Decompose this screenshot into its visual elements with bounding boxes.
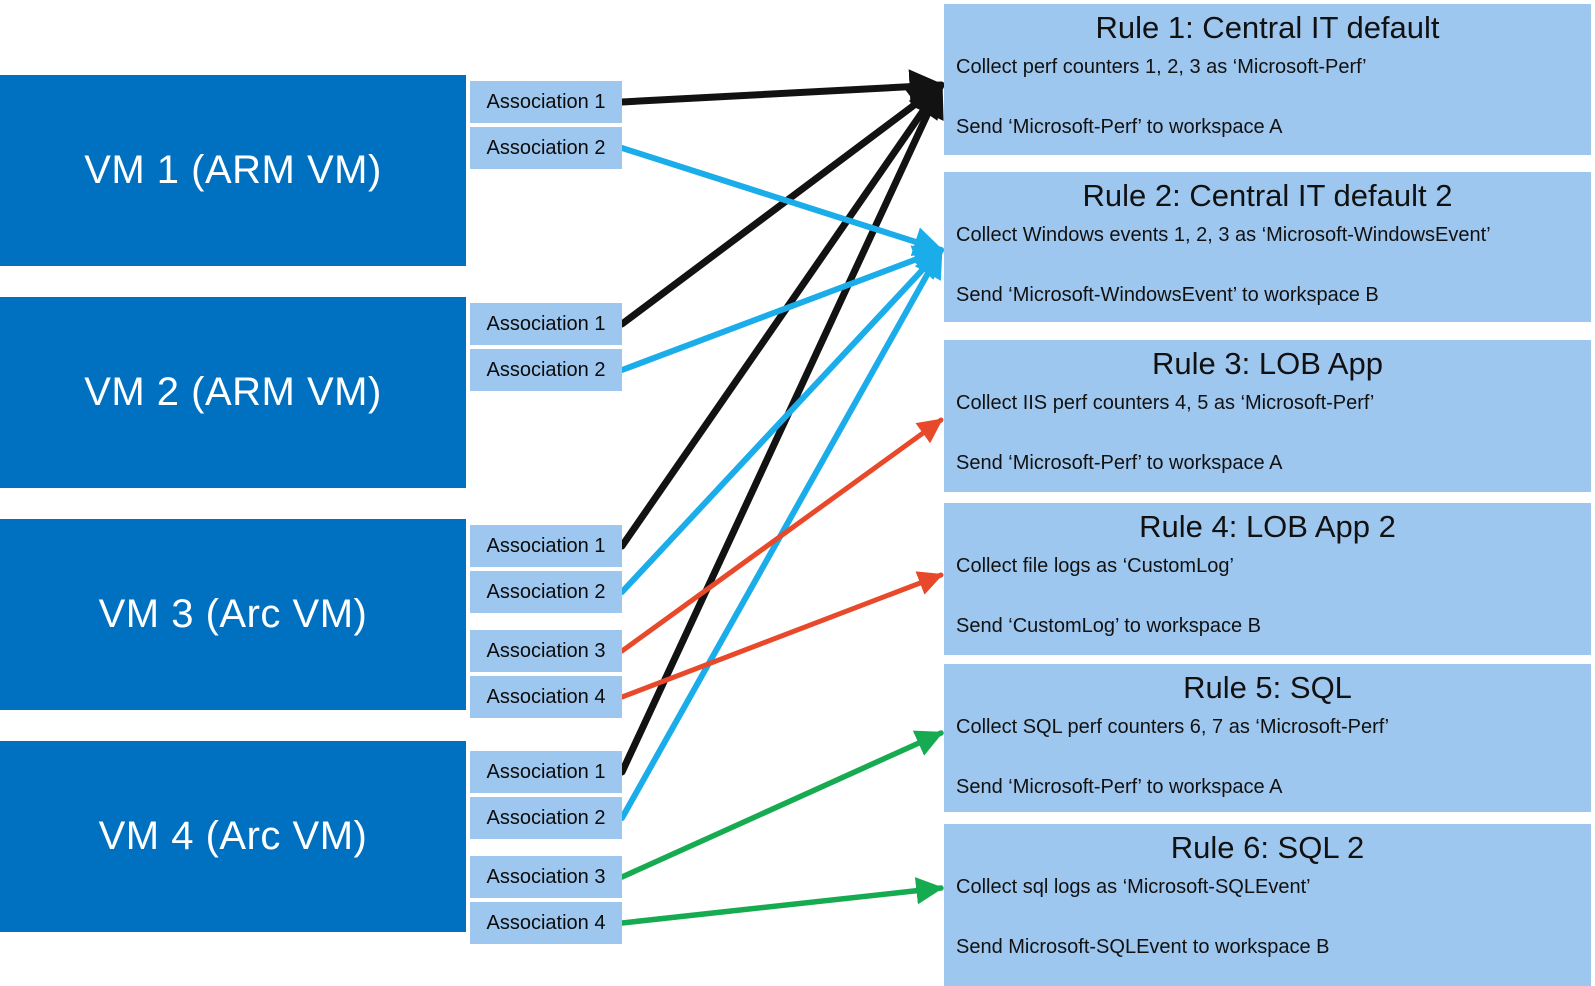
association-box-vm3-3: Association 3 — [470, 630, 622, 672]
association-box-vm4-4: Association 4 — [470, 902, 622, 944]
arrow-vm4-assoc2-to-rule2 — [619, 247, 944, 821]
arrow-vm3-assoc1-to-rule1 — [618, 81, 945, 550]
arrow-vm4-assoc4-to-rule6 — [619, 877, 944, 926]
arrow-vm3-assoc2-to-rule2 — [619, 247, 944, 595]
association-box-vm3-1: Association 1 — [470, 525, 622, 567]
association-label: Association 1 — [486, 90, 606, 113]
vm-box-vm1: VM 1 (ARM VM) — [0, 75, 466, 266]
rule-title: Rule 4: LOB App 2 — [1139, 509, 1396, 544]
rule-collect-text: Collect SQL perf counters 6, 7 as ‘Micro… — [956, 716, 1390, 738]
association-box-vm2-2: Association 2 — [470, 349, 622, 391]
vm-box-vm2: VM 2 (ARM VM) — [0, 297, 466, 488]
association-box-vm4-1: Association 1 — [470, 751, 622, 793]
association-label: Association 2 — [486, 358, 606, 381]
association-box-vm3-2: Association 2 — [470, 571, 622, 613]
rule-title: Rule 5: SQL — [1183, 670, 1352, 705]
rule-send-text: Send ‘Microsoft-Perf’ to workspace A — [956, 776, 1283, 798]
arrow-vm3-assoc3-to-rule3 — [619, 417, 944, 654]
rule-box-rule4: Rule 4: LOB App 2 Collect file logs as ‘C… — [944, 503, 1591, 655]
rule-send-text: Send ‘Microsoft-Perf’ to workspace A — [956, 452, 1283, 474]
arrow-vm3-assoc4-to-rule4 — [619, 571, 944, 700]
arrow-vm4-assoc1-to-rule1 — [618, 81, 945, 776]
arrow-vm2-assoc2-to-rule2 — [619, 245, 944, 373]
vm-label: VM 1 (ARM VM) — [84, 148, 382, 192]
rule-send-text: Send ‘CustomLog’ to workspace B — [956, 615, 1261, 637]
arrow-vm2-assoc1-to-rule1 — [618, 81, 945, 328]
rule-collect-text: Collect IIS perf counters 4, 5 as ‘Micro… — [956, 392, 1375, 414]
rule-collect-text: Collect sql logs as ‘Microsoft-SQLEvent’ — [956, 876, 1311, 898]
rule-collect-text: Collect perf counters 1, 2, 3 as ‘Micros… — [956, 56, 1367, 78]
association-label: Association 2 — [486, 806, 606, 829]
association-box-vm1-2: Association 2 — [470, 127, 622, 169]
vm-box-vm3: VM 3 (Arc VM) — [0, 519, 466, 710]
association-label: Association 3 — [486, 865, 606, 888]
association-label: Association 2 — [486, 136, 606, 159]
rule-box-rule2: Rule 2: Central IT default 2 Collect Wind… — [944, 172, 1591, 322]
association-label: Association 3 — [486, 639, 606, 662]
vm-box-vm4: VM 4 (Arc VM) — [0, 741, 466, 932]
rule-box-rule5: Rule 5: SQL Collect SQL perf counters 6, … — [944, 664, 1591, 812]
vm-label: VM 2 (ARM VM) — [84, 370, 382, 414]
rule-title: Rule 6: SQL 2 — [1170, 830, 1365, 865]
association-box-vm1-1: Association 1 — [470, 81, 622, 123]
rule-collect-text: Collect Windows events 1, 2, 3 as ‘Micro… — [956, 224, 1491, 246]
rule-title: Rule 3: LOB App — [1152, 346, 1383, 381]
arrow-vm1-assoc2-to-rule2 — [619, 145, 944, 257]
association-box-vm4-2: Association 2 — [470, 797, 622, 839]
vm-label: VM 3 (Arc VM) — [98, 592, 368, 636]
association-box-vm2-1: Association 1 — [470, 303, 622, 345]
association-label: Association 1 — [486, 534, 606, 557]
arrow-vm1-assoc1-to-rule1 — [618, 69, 945, 106]
rule-send-text: Send Microsoft-SQLEvent to workspace B — [956, 936, 1330, 958]
association-box-vm3-4: Association 4 — [470, 676, 622, 718]
rule-title: Rule 1: Central IT default — [1095, 10, 1440, 45]
arrow-vm4-assoc3-to-rule5 — [619, 730, 944, 880]
rule-title: Rule 2: Central IT default 2 — [1082, 178, 1453, 213]
vm-label: VM 4 (Arc VM) — [98, 814, 368, 858]
association-label: Association 1 — [486, 760, 606, 783]
association-label: Association 2 — [486, 580, 606, 603]
rule-box-rule6: Rule 6: SQL 2 Collect sql logs as ‘Micros… — [944, 824, 1591, 986]
association-label: Association 4 — [486, 911, 606, 934]
association-box-vm4-3: Association 3 — [470, 856, 622, 898]
association-label: Association 4 — [486, 685, 606, 708]
rule-send-text: Send ‘Microsoft-Perf’ to workspace A — [956, 116, 1283, 138]
association-label: Association 1 — [486, 312, 606, 335]
rule-collect-text: Collect file logs as ‘CustomLog’ — [956, 555, 1234, 577]
rule-send-text: Send ‘Microsoft-WindowsEvent’ to workspa… — [956, 284, 1379, 306]
